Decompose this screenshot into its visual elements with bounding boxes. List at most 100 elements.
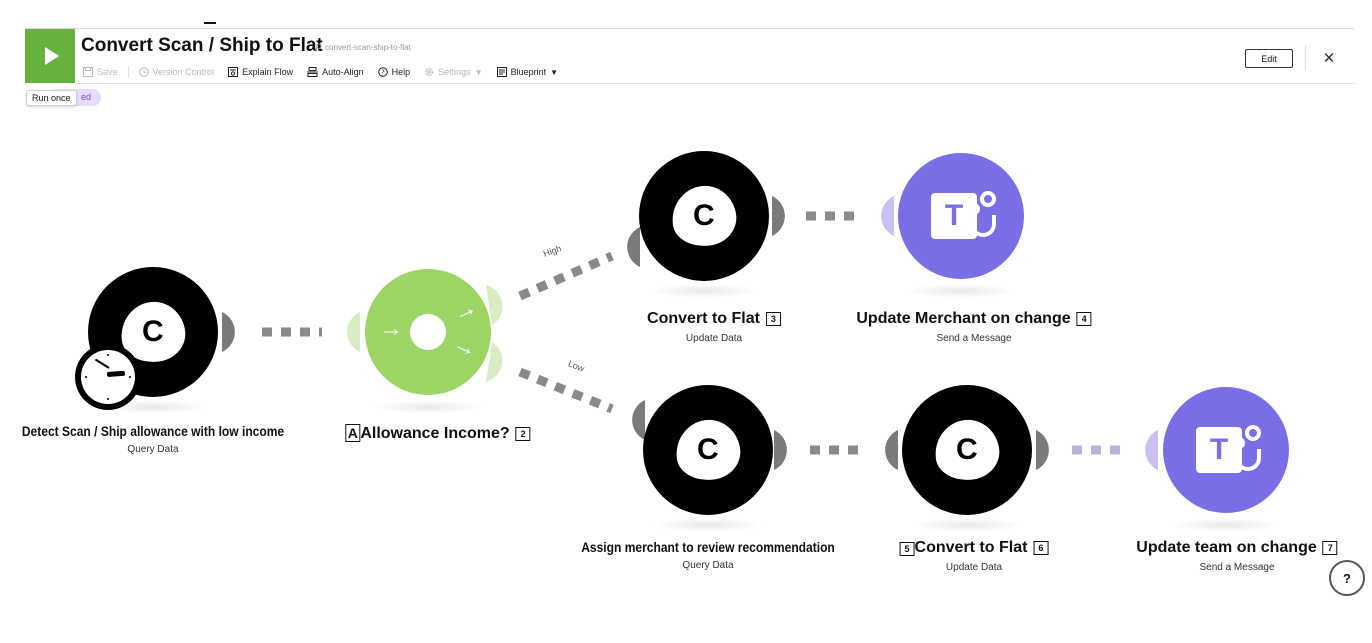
node-index: 2 — [515, 426, 531, 441]
arrow-right-icon: → — [379, 315, 403, 342]
node-title-row: Convert to Flat 3 — [647, 310, 781, 328]
connector-in-n2[interactable] — [347, 312, 360, 352]
chevron-down-icon: ▼ — [550, 67, 559, 77]
connector-out-n2-low[interactable] — [486, 342, 503, 382]
node-label: Update Merchant on change 4 Send a Messa… — [856, 310, 1092, 344]
clock-tick — [107, 354, 109, 356]
edit-button[interactable]: Edit — [1245, 49, 1293, 68]
title-prefix: 5 — [899, 542, 915, 556]
header-divider — [1305, 45, 1306, 71]
node-subtitle: Update Data — [945, 562, 1003, 573]
help-icon: ? — [377, 67, 388, 77]
node-convert-flat-low[interactable]: C — [902, 385, 1032, 515]
connector-out-n1[interactable] — [222, 312, 235, 352]
run-once-tooltip: Run once — [26, 90, 77, 106]
flow-slug[interactable]: convert-scan-ship-to-flat — [313, 43, 411, 52]
auto-align-button[interactable]: Auto-Align — [307, 67, 364, 77]
top-divider — [25, 28, 1355, 29]
toolbar-divider — [127, 66, 129, 78]
node-index: 7 — [1322, 541, 1338, 555]
node-shadow — [649, 284, 759, 298]
clock-hour-hand — [106, 370, 126, 377]
connector-in-n7[interactable] — [1145, 430, 1158, 470]
blueprint-label: Blueprint — [510, 67, 547, 77]
node-label: Assign merchant to review recommendation… — [561, 539, 856, 571]
connector-in-n6[interactable] — [885, 430, 898, 470]
blueprint-button[interactable]: Blueprint ▼ — [496, 67, 559, 77]
scenario-header: ed Run once Convert Scan / Ship to Flat … — [0, 0, 1372, 106]
flow-slug-text: convert-scan-ship-to-flat — [325, 43, 411, 52]
link-n2-n5[interactable] — [518, 367, 614, 414]
node-title: Convert to Flat — [647, 310, 760, 327]
version-control-button[interactable]: Version Control — [138, 67, 215, 77]
connector-out-n5[interactable] — [774, 430, 787, 470]
svg-text:?: ? — [381, 69, 385, 77]
app-logo-icon: C — [668, 181, 740, 251]
clock-face — [81, 350, 135, 404]
node-title: Assign merchant to review recommendation — [581, 539, 835, 555]
teams-letter-icon: T — [1196, 427, 1242, 473]
help-label: Help — [391, 67, 411, 77]
toolbar: Save Version Control Explain Flow — [83, 66, 572, 78]
node-shadow — [653, 518, 763, 532]
app-logo-icon: C — [672, 415, 744, 485]
node-subtitle: Query Data — [127, 444, 179, 455]
node-label: Detect Scan / Ship allowance with low in… — [1, 423, 306, 455]
settings-button[interactable]: Settings ▼ — [424, 67, 483, 77]
node-subtitle: Send a Message — [936, 333, 1012, 344]
node-update-merchant[interactable]: T — [898, 153, 1024, 279]
node-convert-flat-high[interactable]: C — [639, 151, 769, 281]
connector-out-n2-high[interactable] — [486, 285, 503, 325]
node-router[interactable]: → → → — [365, 269, 491, 395]
explain-flow-button[interactable]: Explain Flow — [228, 67, 293, 77]
connector-in-n5[interactable] — [632, 400, 645, 440]
run-once-button[interactable] — [25, 29, 75, 83]
help-chat-button[interactable]: ? — [1329, 560, 1365, 596]
clock-tick — [129, 376, 131, 378]
arrow-down-right-icon: → — [448, 329, 482, 364]
clock-icon[interactable] — [75, 344, 141, 410]
node-shadow — [1171, 518, 1281, 532]
node-title: Update Merchant on change — [856, 310, 1071, 327]
help-button[interactable]: ? Help — [377, 67, 411, 77]
node-label: Convert to Flat 3 Update Data — [647, 310, 781, 344]
auto-align-label: Auto-Align — [322, 67, 364, 77]
node-shadow — [373, 400, 483, 414]
align-icon — [307, 67, 319, 77]
arrow-up-right-icon: → — [448, 293, 482, 328]
title-prefix: A — [345, 424, 361, 442]
connector-out-n6[interactable] — [1036, 430, 1049, 470]
connector-in-n4[interactable] — [881, 196, 894, 236]
scenario-canvas[interactable]: High Low C Detect Scan / Ship allowance … — [0, 84, 1372, 643]
connector-in-n3[interactable] — [627, 227, 640, 267]
chevron-down-icon: ▼ — [474, 67, 483, 77]
node-assign-merchant[interactable]: C — [643, 385, 773, 515]
node-shadow — [912, 518, 1022, 532]
connector-out-n3[interactable] — [772, 196, 785, 236]
link-n2-n3[interactable] — [518, 251, 614, 301]
teams-letter-icon: T — [931, 193, 977, 239]
top-marker — [204, 22, 216, 24]
node-update-team[interactable]: T — [1163, 387, 1289, 513]
node-title: Update team on change — [1136, 539, 1317, 556]
page-title: Convert Scan / Ship to Flat — [81, 35, 323, 56]
save-button[interactable]: Save — [83, 67, 118, 77]
save-label: Save — [97, 67, 118, 77]
close-button[interactable]: ✕ — [1320, 49, 1338, 67]
node-subtitle: Update Data — [685, 333, 743, 344]
node-index: 3 — [765, 312, 781, 326]
node-index: 4 — [1076, 312, 1092, 326]
version-control-label: Version Control — [152, 67, 215, 77]
gear-icon — [425, 67, 434, 77]
connection-layer — [222, 196, 1158, 470]
node-index: 6 — [1033, 541, 1049, 555]
node-title-row: Update Merchant on change 4 — [856, 310, 1092, 328]
help-icon: ? — [1343, 570, 1351, 586]
close-icon: ✕ — [1322, 50, 1336, 67]
node-subtitle: Send a Message — [1199, 562, 1275, 573]
